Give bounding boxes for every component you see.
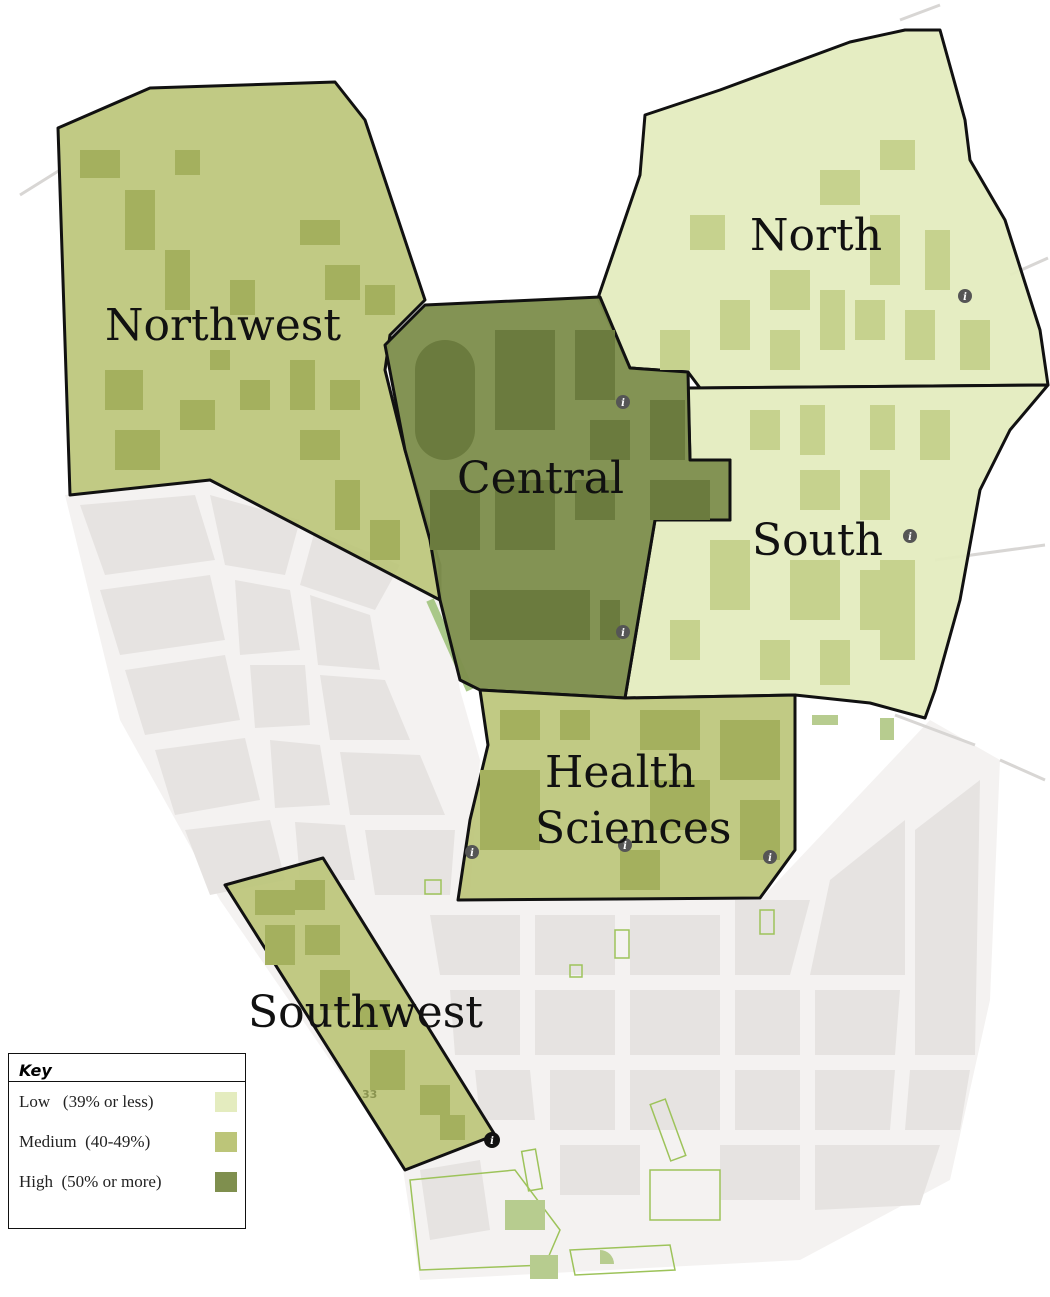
key-swatch-high [215,1172,237,1192]
zone-label-central: Central [457,453,624,504]
zone-label-health-1: Health [545,747,696,798]
zone-label-health-2: Sciences [535,803,732,854]
key-swatch-medium [215,1132,237,1152]
info-markers: i i i i i i i i [465,289,972,1148]
key-swatch-low [215,1092,237,1112]
svg-text:i: i [768,853,772,864]
buildings-central [415,330,710,640]
svg-text:i: i [621,628,625,639]
buildings-south [670,405,950,685]
info-icon[interactable]: i [616,395,630,409]
building-number-label: 33 [362,1088,377,1101]
outlined-lots [409,879,775,1276]
buildings-north [660,140,990,370]
buildings-northwest [80,150,400,560]
key-row-medium: Medium (40-49%) [9,1122,245,1162]
key-row-low: Low (39% or less) [9,1082,245,1122]
info-icon[interactable]: i [616,625,630,639]
outlined-lot-fills [505,715,894,1279]
svg-text:i: i [623,841,627,852]
buildings-southwest [255,880,465,1140]
street-fabric [19,3,1049,1280]
zone-label-northwest: Northwest [105,300,341,351]
info-icon[interactable]: i [903,529,917,543]
zone-label-southwest: Southwest [248,987,483,1038]
key-label-medium: Medium (40-49%) [19,1132,151,1151]
info-icon[interactable]: i [763,850,777,864]
key-label-high: High (50% or more) [19,1172,162,1191]
info-icon[interactable]: i [958,289,972,303]
zone-north[interactable] [596,28,1050,390]
zone-label-north: North [750,210,882,261]
svg-text:i: i [490,1136,494,1147]
street-blocks [80,495,980,1240]
svg-text:i: i [621,398,625,409]
map-key: Key Low (39% or less) Medium (40-49%) Hi… [8,1053,246,1229]
key-title: Key [9,1054,245,1082]
svg-text:i: i [908,532,912,543]
key-label-low: Low (39% or less) [19,1092,154,1111]
key-row-high: High (50% or more) [9,1162,245,1202]
info-icon[interactable]: i [484,1132,500,1148]
svg-text:i: i [963,292,967,303]
buildings-health [480,710,780,890]
zone-label-south: South [752,515,883,566]
info-icon[interactable]: i [618,838,632,852]
info-icon[interactable]: i [465,845,479,859]
svg-text:i: i [470,848,474,859]
